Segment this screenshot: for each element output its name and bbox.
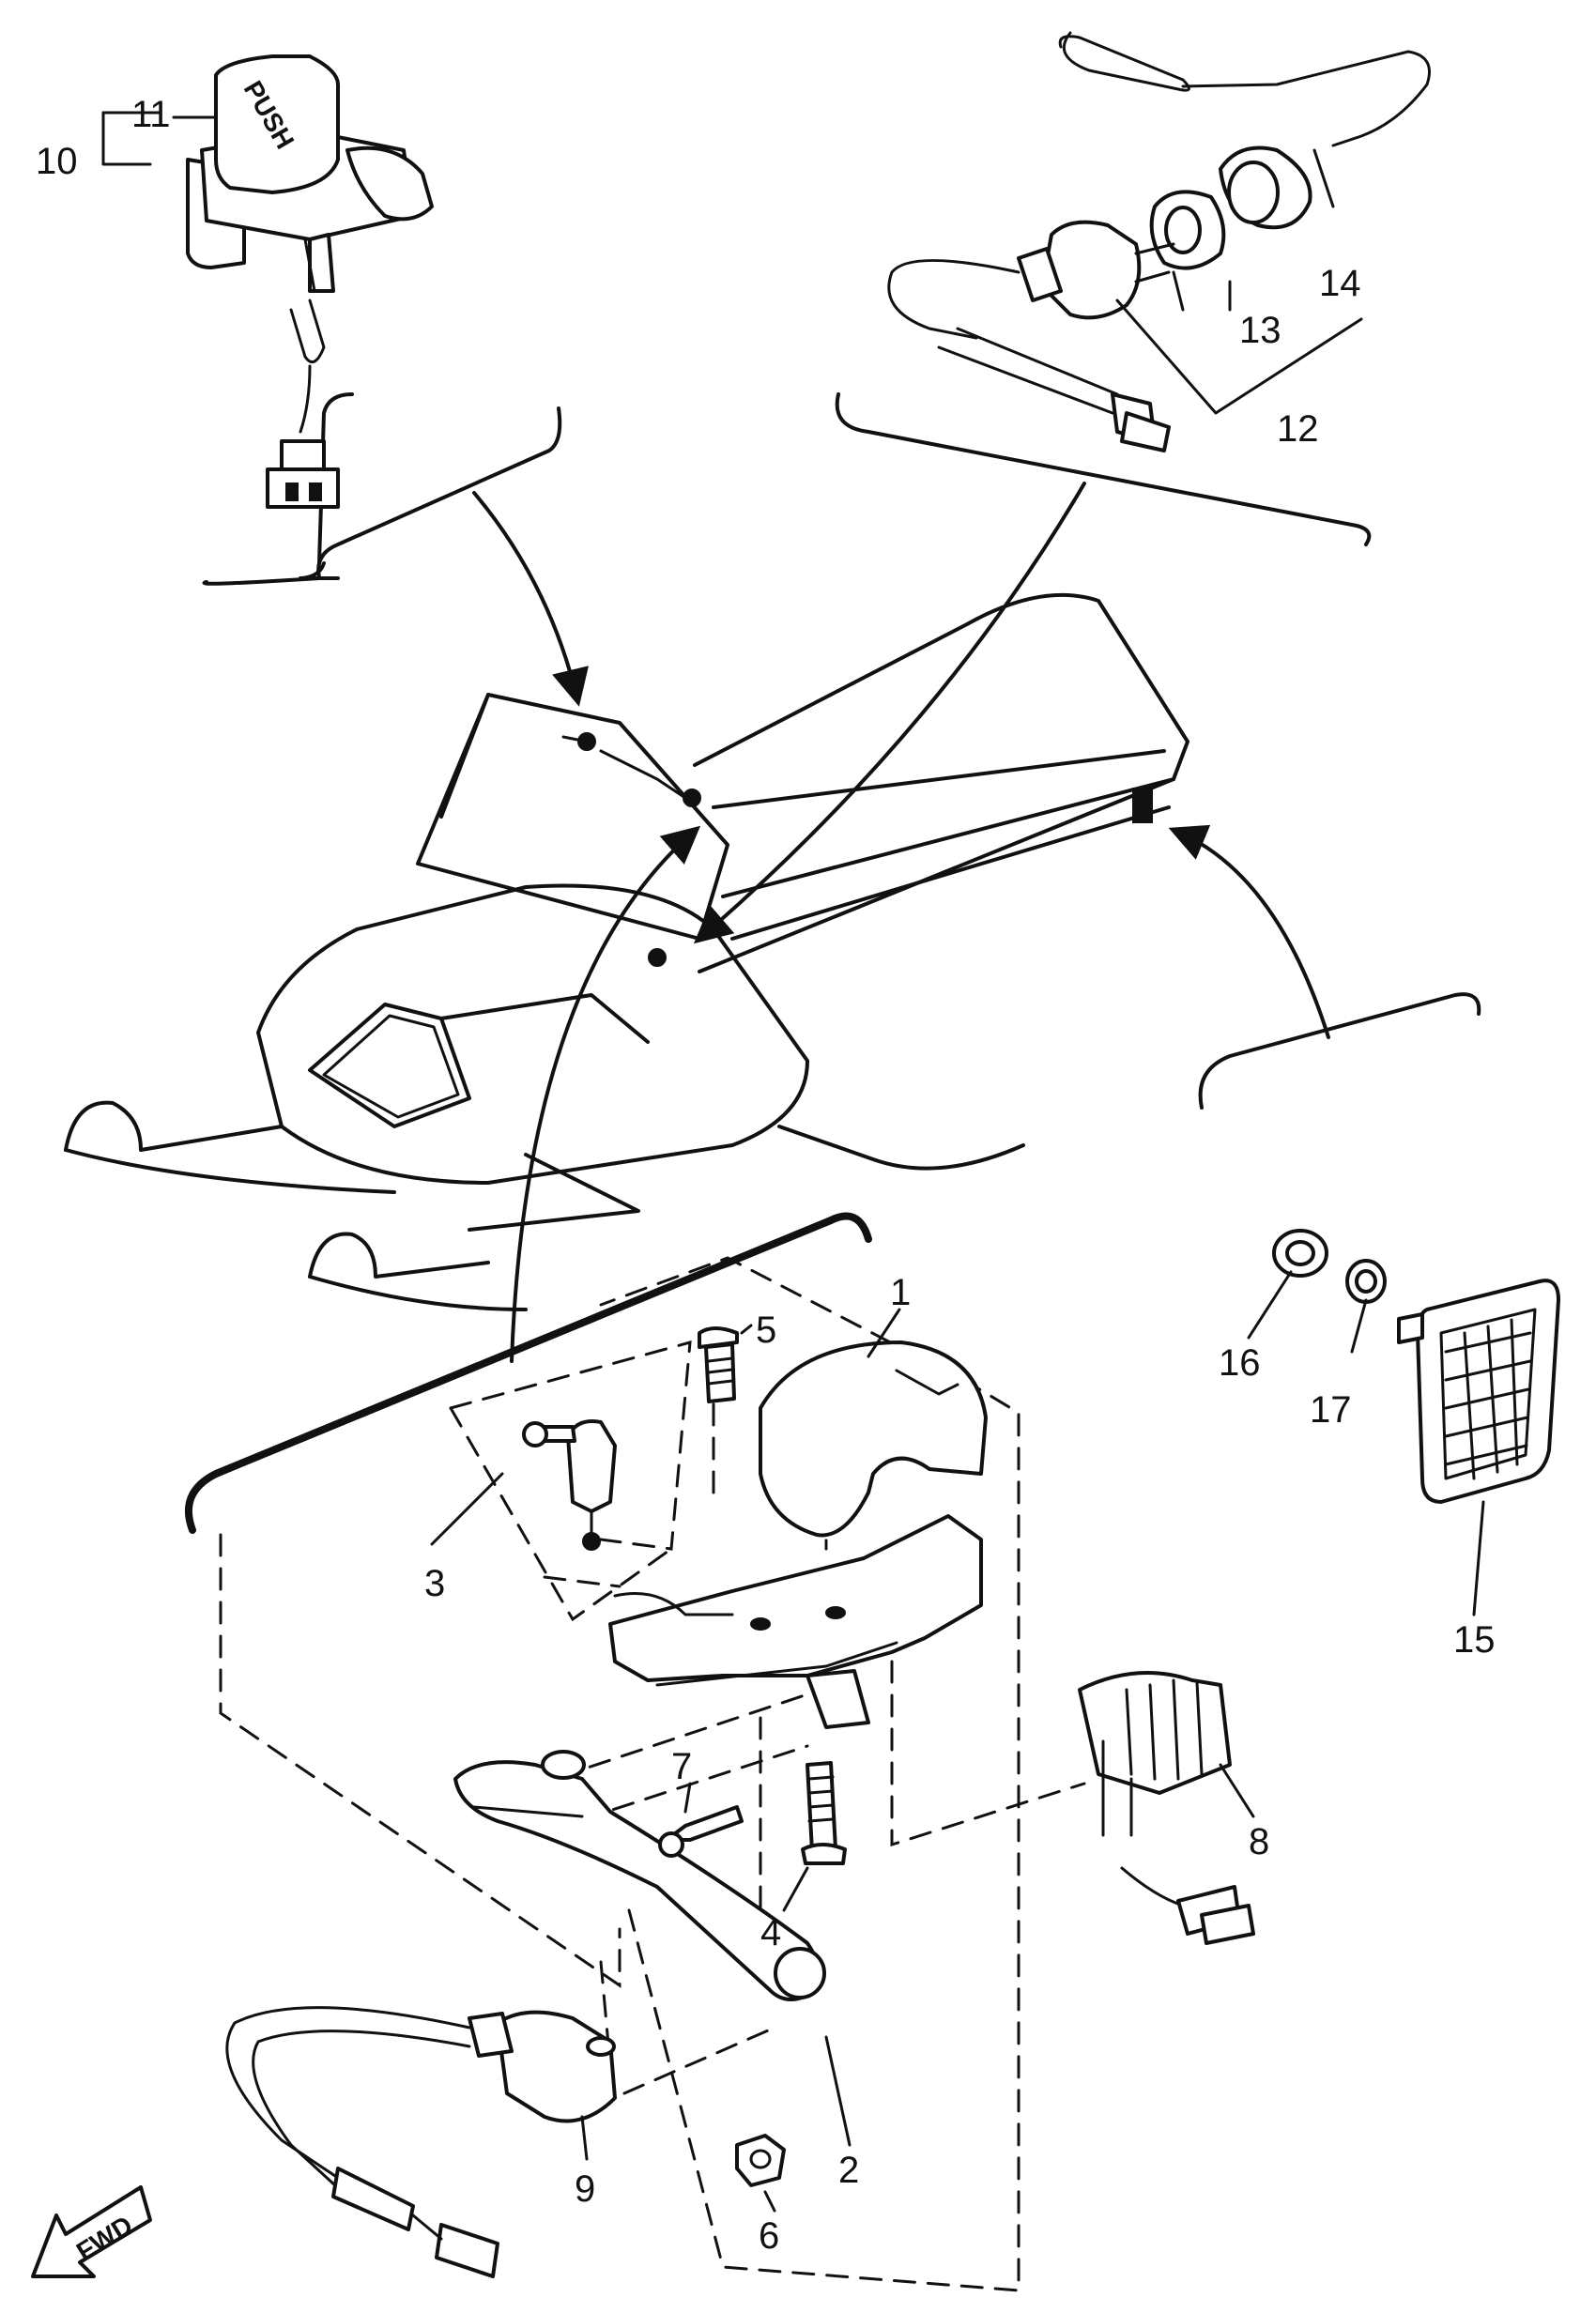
callout-5: 5 (756, 1310, 776, 1351)
throttle-assembly (219, 1256, 1255, 2292)
callout-2: 2 (838, 2150, 859, 2191)
callout-1: 1 (890, 1272, 911, 1313)
callout-16: 16 (1219, 1342, 1261, 1384)
reflector-assembly (1247, 1229, 1560, 1616)
callout-3: 3 (424, 1563, 445, 1604)
stop-switch-assembly (887, 31, 1431, 452)
callout-9: 9 (575, 2168, 595, 2210)
relay-assembly: PUSH (101, 54, 434, 509)
callout-7: 7 (671, 1746, 692, 1787)
callout-17: 17 (1310, 1389, 1352, 1431)
fwd-direction-arrow: FWD (31, 2185, 152, 2278)
callout-11: 11 (131, 94, 171, 135)
callout-labels: 1 2 3 4 5 6 7 8 9 10 11 12 13 14 15 16 1… (36, 94, 1496, 2257)
snowmobile-body (64, 592, 1189, 1311)
callout-13: 13 (1239, 310, 1281, 351)
callout-10: 10 (36, 141, 78, 182)
callout-15: 15 (1453, 1619, 1496, 1661)
callout-8: 8 (1249, 1821, 1269, 1862)
leader-lines (430, 1308, 1255, 2213)
callout-4: 4 (760, 1912, 781, 1953)
callout-12: 12 (1277, 408, 1319, 450)
callout-14: 14 (1319, 263, 1361, 304)
callout-6: 6 (759, 2215, 779, 2257)
leader-brackets (185, 392, 1481, 1534)
